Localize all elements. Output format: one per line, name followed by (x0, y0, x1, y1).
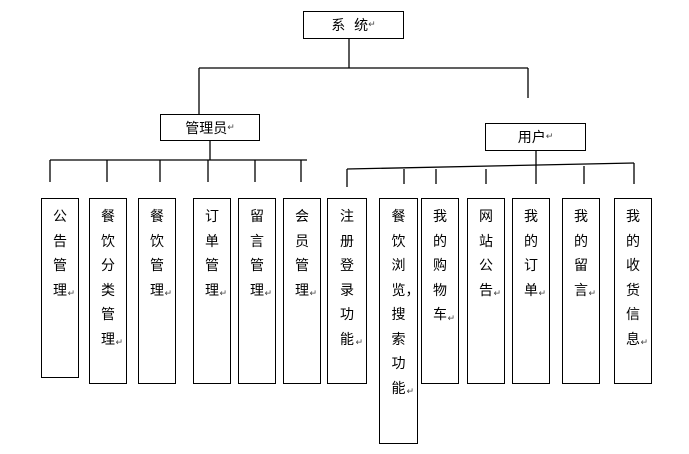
return-mark: ↵ (115, 338, 123, 348)
user-node: 用户↵ (485, 123, 586, 151)
user-child-label: 我的收货信息 (626, 209, 640, 348)
user-child-my-messages: 我的留言 ↵ (562, 198, 600, 384)
root-return-mark: ↵ (368, 20, 376, 30)
return-mark: ↵ (588, 289, 596, 299)
return-mark: ↵ (355, 338, 363, 348)
user-label: 用户 (517, 130, 546, 146)
user-child-shipping-info: 我的收货信息 ↵ (614, 198, 652, 384)
admin-node: 管理员↵ (160, 114, 260, 141)
admin-child-label: 公告管理 (53, 209, 67, 299)
user-child-site-announcements: 网站公告 ↵ (467, 198, 505, 384)
return-mark: ↵ (538, 289, 546, 299)
admin-child-announcements: 公告管理 ↵ (41, 198, 79, 378)
return-mark: ↵ (309, 289, 317, 299)
admin-child-messages: 留言管理 ↵ (238, 198, 276, 384)
admin-label: 管理员 (185, 120, 228, 137)
user-child-label: 餐饮浏览，搜索功能 (391, 209, 420, 397)
admin-child-label: 餐饮分类管理 (101, 209, 115, 348)
user-child-label: 我的留言 (574, 209, 588, 299)
admin-child-food: 餐饮管理 ↵ (138, 198, 176, 384)
user-child-register-login: 注册登录功能 ↵ (327, 198, 367, 384)
return-mark: ↵ (219, 289, 227, 299)
return-mark: ↵ (493, 289, 501, 299)
return-mark: ↵ (640, 338, 648, 348)
admin-child-members: 会员管理 ↵ (283, 198, 321, 384)
user-child-my-orders: 我的订单 ↵ (512, 198, 550, 384)
user-return-mark: ↵ (545, 132, 554, 142)
user-child-label: 我的订单 (524, 209, 538, 299)
admin-child-orders: 订单管理 ↵ (193, 198, 231, 384)
admin-child-label: 餐饮管理 (150, 209, 164, 299)
user-child-label: 网站公告 (479, 209, 493, 299)
user-child-label: 我的购物车 (433, 209, 447, 323)
user-child-cart: 我的购物车 ↵ (421, 198, 459, 384)
return-mark: ↵ (67, 289, 75, 299)
return-mark: ↵ (447, 314, 455, 324)
admin-child-label: 会员管理 (295, 209, 309, 299)
user-child-browse-search: 餐饮浏览，搜索功能 ↵ (379, 198, 420, 444)
root-label: 系 统 (331, 18, 369, 34)
root-node: 系 统↵ (303, 11, 404, 39)
admin-return-mark: ↵ (227, 122, 235, 133)
user-child-label: 注册登录功能 (340, 209, 354, 348)
admin-child-label: 订单管理 (205, 209, 219, 299)
return-mark: ↵ (406, 387, 414, 397)
admin-child-food-category: 餐饮分类管理 ↵ (89, 198, 127, 384)
return-mark: ↵ (264, 289, 272, 299)
admin-child-label: 留言管理 (250, 209, 264, 299)
return-mark: ↵ (164, 289, 172, 299)
